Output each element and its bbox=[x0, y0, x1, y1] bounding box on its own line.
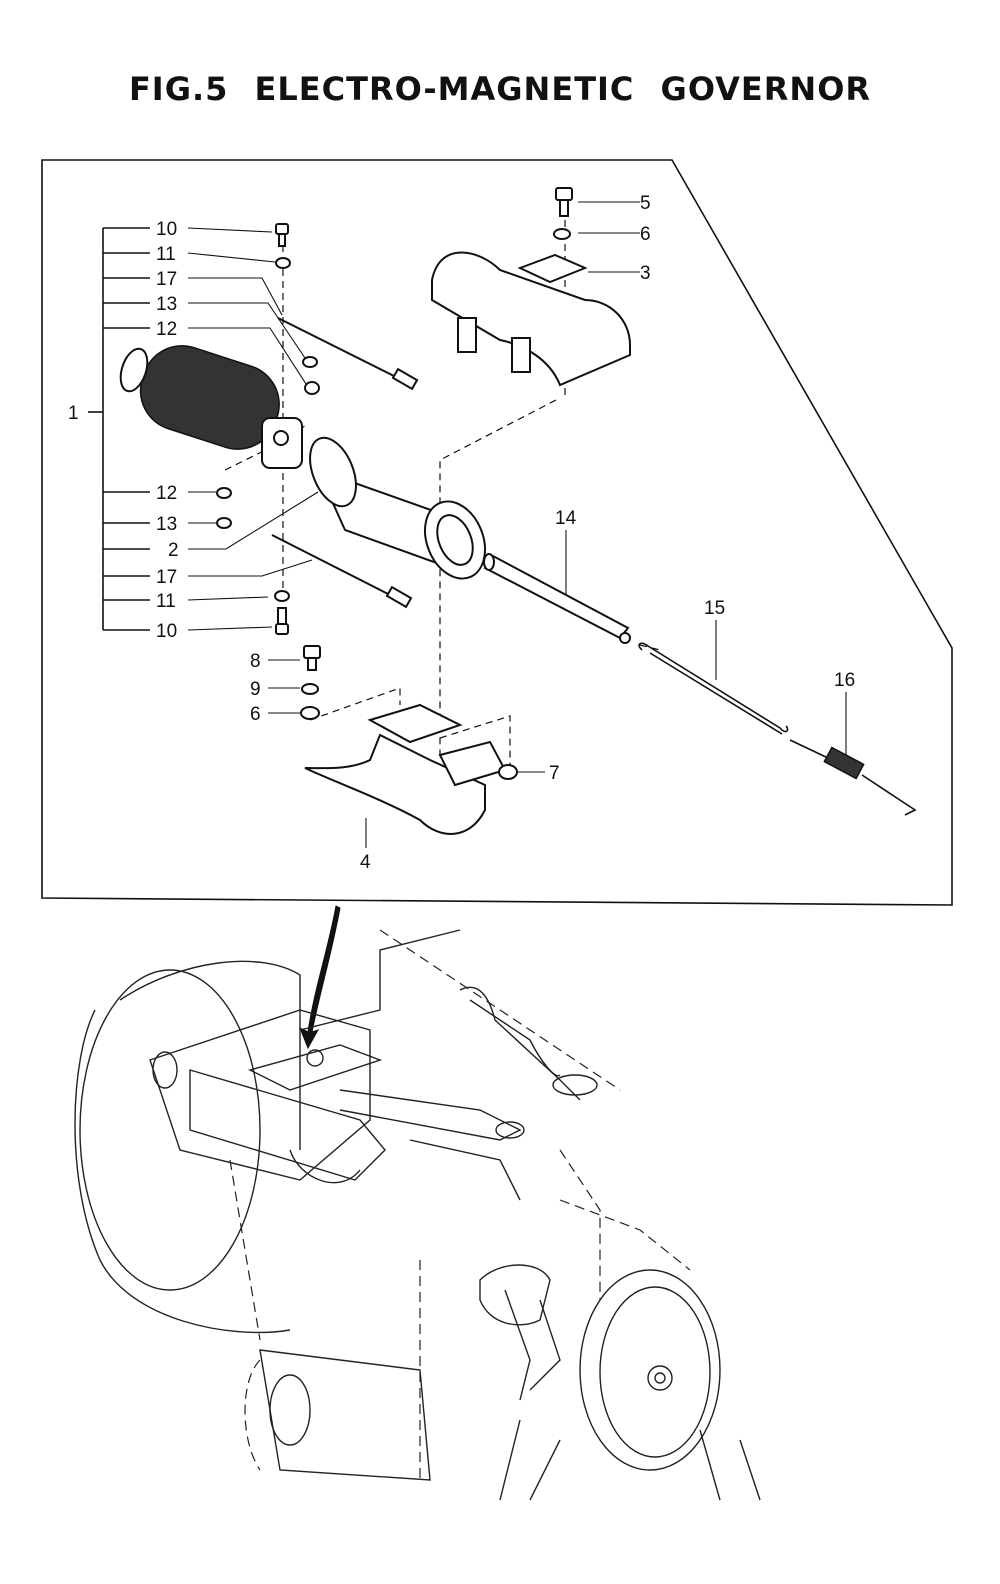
callout-13-bottom: 13 bbox=[156, 514, 177, 535]
spring-part-16 bbox=[789, 739, 917, 816]
callout-6-top: 6 bbox=[640, 224, 651, 245]
callout-labels: 1 2 3 4 5 6 6 7 8 9 10 10 11 11 12 12 13… bbox=[68, 193, 855, 873]
link-part-15 bbox=[638, 642, 789, 735]
callout-3: 3 bbox=[640, 263, 651, 284]
callout-6-bottom: 6 bbox=[250, 704, 261, 725]
diagram-frame bbox=[41, 159, 953, 906]
callout-7: 7 bbox=[549, 763, 560, 784]
fasteners bbox=[216, 187, 573, 780]
coil-assembly bbox=[119, 345, 303, 469]
callout-1: 1 bbox=[68, 403, 79, 424]
callout-5: 5 bbox=[640, 193, 651, 214]
cover-part-3 bbox=[431, 251, 631, 387]
callout-2: 2 bbox=[168, 540, 179, 561]
leader-lines bbox=[187, 201, 847, 848]
sleeve-part-2 bbox=[309, 436, 486, 580]
callout-15: 15 bbox=[704, 598, 725, 619]
callout-4: 4 bbox=[360, 852, 371, 873]
group-1-bracket bbox=[88, 227, 150, 631]
figure-title: FIG.5 ELECTRO-MAGNETIC GOVERNOR bbox=[128, 70, 872, 108]
rod-part-14 bbox=[483, 553, 631, 644]
callout-11-bottom: 11 bbox=[156, 591, 176, 612]
callout-12-bottom: 12 bbox=[156, 483, 177, 504]
callout-14: 14 bbox=[555, 508, 577, 529]
location-arrow bbox=[299, 905, 341, 1050]
callout-8: 8 bbox=[250, 651, 261, 672]
clamp-part-4 bbox=[304, 703, 507, 835]
callout-11-top: 11 bbox=[156, 244, 176, 265]
callout-9: 9 bbox=[250, 679, 261, 700]
engine-installation-view bbox=[74, 929, 761, 1501]
callout-12-top: 12 bbox=[156, 319, 177, 340]
callout-17-bottom: 17 bbox=[156, 567, 177, 588]
callout-13-top: 13 bbox=[156, 294, 177, 315]
callout-10-top: 10 bbox=[156, 219, 177, 240]
callout-17-top: 17 bbox=[156, 269, 177, 290]
callout-10-bottom: 10 bbox=[156, 621, 177, 642]
callout-16: 16 bbox=[834, 670, 855, 691]
wire-leads-17 bbox=[271, 317, 419, 609]
